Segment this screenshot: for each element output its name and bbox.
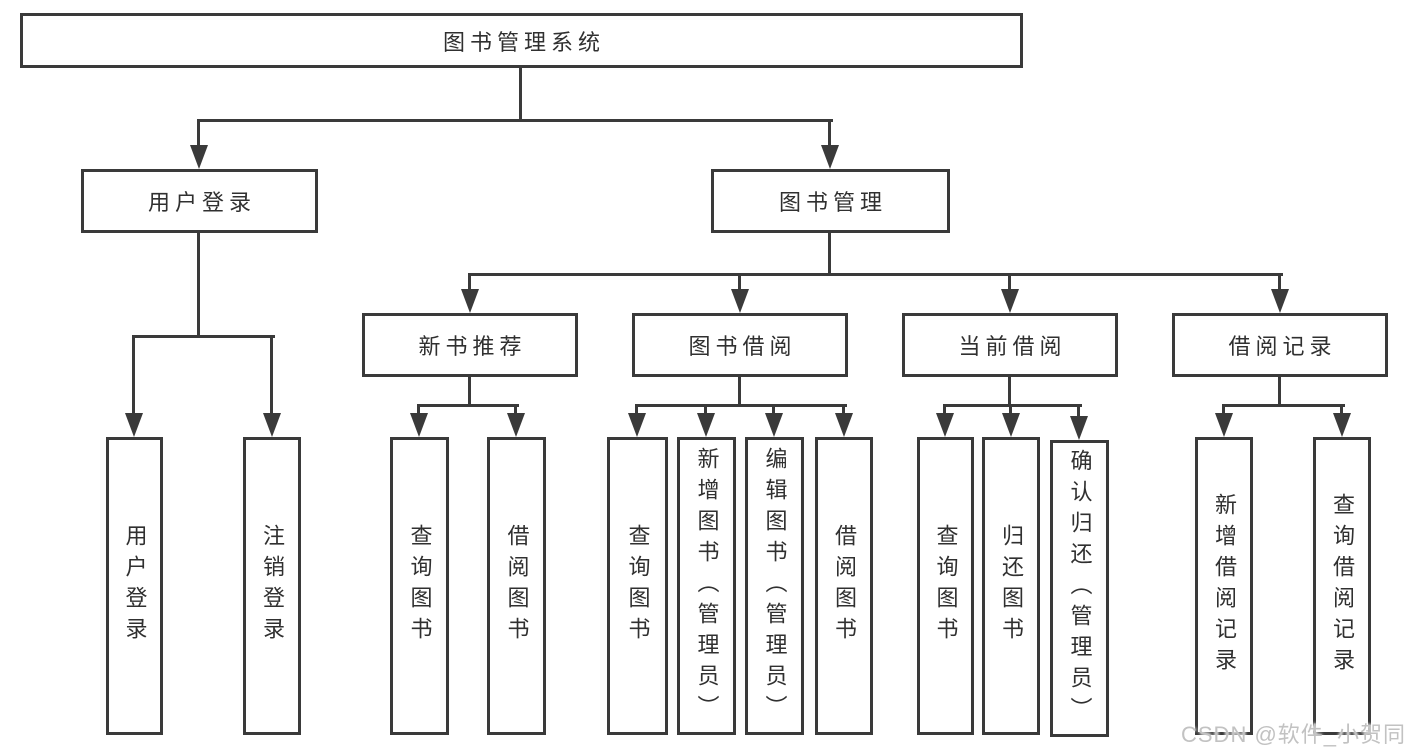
- connector-line: [468, 273, 471, 291]
- arrowhead-down-icon: [1070, 416, 1088, 440]
- leaf-return-book-label: 归还图书: [999, 524, 1024, 648]
- connector-line: [519, 68, 522, 121]
- connector-line: [1278, 273, 1281, 291]
- arrowhead-down-icon: [190, 145, 208, 169]
- connector-line: [1278, 377, 1281, 406]
- connector-line: [417, 404, 420, 415]
- connector-line: [1222, 404, 1225, 415]
- leaf-add-borrow-record: 新增借阅记录: [1195, 437, 1253, 735]
- leaf-query-book-3: 查询图书: [917, 437, 974, 735]
- connector-line: [738, 273, 741, 291]
- connector-line: [842, 404, 845, 415]
- arrowhead-down-icon: [1333, 413, 1351, 437]
- leaf-confirm-return-admin-label: 确认归还（管理员）: [1067, 449, 1093, 728]
- leaf-query-book-1-label: 查询图书: [407, 524, 433, 648]
- leaf-edit-book-admin-label: 编辑图书（管理员）: [762, 446, 788, 726]
- node-user-login: 用户登录: [81, 169, 318, 233]
- connector-line: [132, 335, 135, 415]
- connector-line: [197, 119, 833, 122]
- node-book-borrow-label: 图书借阅: [688, 334, 797, 359]
- leaf-borrow-book-1: 借阅图书: [487, 437, 546, 735]
- node-book-management: 图书管理: [711, 169, 950, 233]
- csdn-watermark: CSDN @软件_小贺同学: [1181, 722, 1405, 747]
- leaf-query-borrow-record-label: 查询借阅记录: [1330, 493, 1355, 679]
- leaf-query-borrow-record: 查询借阅记录: [1313, 437, 1371, 735]
- arrowhead-down-icon: [1001, 289, 1019, 313]
- leaf-query-book-2-label: 查询图书: [625, 524, 651, 648]
- connector-line: [514, 404, 517, 415]
- connector-line: [197, 233, 200, 337]
- node-book-borrow: 图书借阅: [632, 313, 848, 377]
- arrowhead-down-icon: [628, 413, 646, 437]
- connector-line: [943, 404, 1082, 407]
- leaf-logout: 注销登录: [243, 437, 301, 735]
- leaf-edit-book-admin: 编辑图书（管理员）: [745, 437, 804, 735]
- leaf-add-book-admin-label: 新增图书（管理员）: [694, 446, 720, 726]
- connector-line: [1008, 273, 1011, 291]
- node-root: 图书管理系统: [20, 13, 1023, 68]
- connector-line: [270, 335, 273, 415]
- arrowhead-down-icon: [731, 289, 749, 313]
- connector-line: [1009, 404, 1012, 415]
- connector-line: [468, 377, 471, 406]
- leaf-query-book-1: 查询图书: [390, 437, 449, 735]
- connector-line: [738, 377, 741, 406]
- connector-line: [704, 404, 707, 415]
- connector-line: [635, 404, 638, 415]
- arrowhead-down-icon: [263, 413, 281, 437]
- node-borrow-records: 借阅记录: [1172, 313, 1388, 377]
- arrowhead-down-icon: [821, 145, 839, 169]
- leaf-query-book-2: 查询图书: [607, 437, 668, 735]
- leaf-return-book: 归还图书: [982, 437, 1040, 735]
- connector-line: [1340, 404, 1343, 415]
- arrowhead-down-icon: [1002, 413, 1020, 437]
- arrowhead-down-icon: [125, 413, 143, 437]
- arrowhead-down-icon: [1271, 289, 1289, 313]
- arrowhead-down-icon: [410, 413, 428, 437]
- leaf-borrow-book-2-label: 借阅图书: [832, 524, 857, 648]
- node-user-login-label: 用户登录: [147, 190, 256, 215]
- node-book-management-label: 图书管理: [778, 190, 887, 215]
- leaf-confirm-return-admin: 确认归还（管理员）: [1050, 440, 1109, 737]
- connector-line: [132, 335, 275, 338]
- connector-line: [635, 404, 847, 407]
- connector-line: [197, 119, 200, 147]
- connector-line: [1008, 377, 1011, 406]
- arrowhead-down-icon: [936, 413, 954, 437]
- leaf-add-book-admin: 新增图书（管理员）: [677, 437, 736, 735]
- leaf-borrow-book-1-label: 借阅图书: [504, 524, 530, 648]
- node-current-borrow: 当前借阅: [902, 313, 1118, 377]
- connector-line: [828, 233, 831, 275]
- node-root-label: 图书管理系统: [442, 29, 605, 55]
- leaf-borrow-book-2: 借阅图书: [815, 437, 873, 735]
- connector-line: [468, 273, 1283, 276]
- node-new-book-recommend-label: 新书推荐: [418, 334, 527, 359]
- arrowhead-down-icon: [507, 413, 525, 437]
- connector-line: [417, 404, 519, 407]
- node-borrow-records-label: 借阅记录: [1228, 334, 1337, 359]
- arrowhead-down-icon: [697, 413, 715, 437]
- connector-line: [1222, 404, 1345, 407]
- node-current-borrow-label: 当前借阅: [958, 334, 1067, 359]
- arrowhead-down-icon: [835, 413, 853, 437]
- leaf-logout-label: 注销登录: [260, 524, 285, 648]
- arrowhead-down-icon: [1215, 413, 1233, 437]
- connector-line: [1077, 404, 1080, 417]
- arrowhead-down-icon: [765, 413, 783, 437]
- leaf-add-borrow-record-label: 新增借阅记录: [1212, 493, 1237, 679]
- arrowhead-down-icon: [461, 289, 479, 313]
- leaf-user-login-label: 用户登录: [122, 524, 148, 648]
- connector-line: [828, 119, 831, 147]
- leaf-query-book-3-label: 查询图书: [933, 524, 959, 648]
- node-new-book-recommend: 新书推荐: [362, 313, 578, 377]
- connector-line: [943, 404, 946, 415]
- connector-line: [772, 404, 775, 415]
- leaf-user-login: 用户登录: [106, 437, 163, 735]
